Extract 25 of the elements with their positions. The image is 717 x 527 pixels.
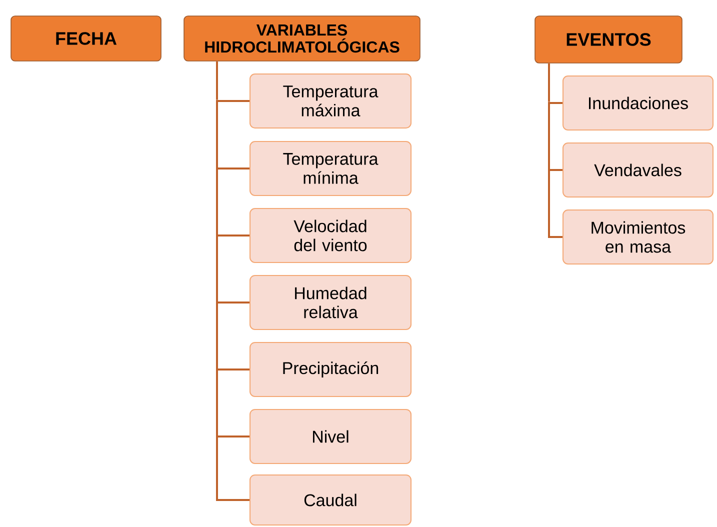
connector-line [217,499,250,501]
connector-line [216,61,218,100]
category-box: VARIABLES HIDROCLIMATOLÓGICAS [184,16,420,62]
connector-line [549,102,562,104]
connector-line [217,302,250,304]
connector-line [548,63,550,102]
connector-line [217,436,250,438]
connector-line [217,368,250,370]
item-box: Temperatura mínima [250,141,412,196]
item-box: Vendavales [562,142,714,198]
item-box: Velocidad del viento [250,208,412,263]
connector-line [549,169,562,171]
connector-line [549,236,562,238]
connector-line [217,168,250,170]
item-box: Inundaciones [562,76,714,130]
connector-line [217,100,250,102]
item-box: Movimientos en masa [562,210,714,264]
item-box: Humedad relativa [250,275,412,330]
item-box: Precipitación [250,342,412,397]
item-box: Caudal [250,474,412,526]
item-box: Temperatura máxima [250,74,412,128]
category-box: FECHA [10,16,162,62]
item-box: Nivel [250,409,412,464]
connector-line [217,234,250,236]
category-box: EVENTOS [534,16,682,64]
